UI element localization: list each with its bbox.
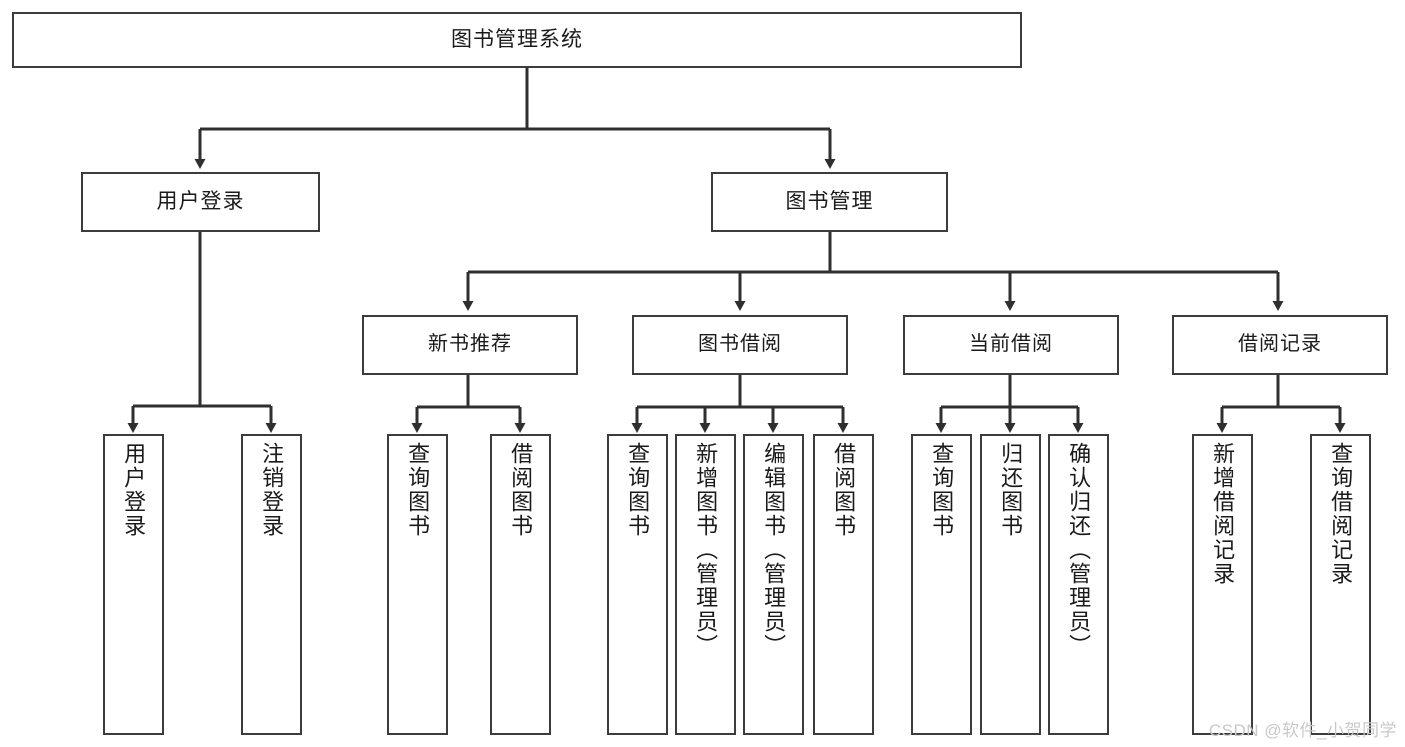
- node-label: 当前借阅: [969, 333, 1053, 356]
- leaf-record-query[interactable]: 查询借阅记录: [1310, 434, 1371, 735]
- node-label: 借阅图书: [508, 442, 534, 538]
- node-label: 图书借阅: [698, 333, 782, 356]
- leaf-borrow-query-book[interactable]: 查询图书: [607, 434, 668, 735]
- leaf-new-book-query[interactable]: 查询图书: [387, 434, 448, 735]
- leaf-current-return-book[interactable]: 归还图书: [980, 434, 1041, 735]
- node-label: 归还图书: [998, 442, 1024, 538]
- node-user-login[interactable]: 用户登录: [81, 172, 320, 232]
- node-label: 编辑图书（管理员）: [761, 442, 787, 658]
- node-borrow-record[interactable]: 借阅记录: [1172, 315, 1388, 375]
- node-root-system[interactable]: 图书管理系统: [12, 12, 1022, 68]
- node-label: 借阅记录: [1238, 333, 1322, 356]
- node-book-management[interactable]: 图书管理: [711, 172, 948, 232]
- node-label: 借阅图书: [831, 442, 857, 538]
- node-label: 新增借阅记录: [1210, 442, 1236, 586]
- node-label: 图书管理: [785, 189, 874, 213]
- leaf-current-query-book[interactable]: 查询图书: [911, 434, 972, 735]
- node-label: 新增图书（管理员）: [693, 442, 719, 658]
- leaf-user-login-logout[interactable]: 注销登录: [241, 434, 302, 735]
- leaf-user-login-login[interactable]: 用户登录: [103, 434, 164, 735]
- node-book-borrow[interactable]: 图书借阅: [632, 315, 848, 375]
- leaf-new-book-borrow[interactable]: 借阅图书: [490, 434, 551, 735]
- node-label: 确认归还（管理员）: [1066, 442, 1092, 658]
- node-label: 查询图书: [929, 442, 955, 538]
- node-label: 用户登录: [121, 442, 147, 538]
- node-label: 查询借阅记录: [1328, 442, 1354, 586]
- leaf-borrow-borrow-book[interactable]: 借阅图书: [813, 434, 874, 735]
- node-label: 查询图书: [625, 442, 651, 538]
- node-label: 新书推荐: [428, 333, 512, 356]
- node-label: 用户登录: [156, 189, 245, 213]
- leaf-borrow-edit-book[interactable]: 编辑图书（管理员）: [743, 434, 804, 735]
- leaf-borrow-add-book[interactable]: 新增图书（管理员）: [675, 434, 736, 735]
- node-label: 查询图书: [405, 442, 431, 538]
- node-label: 图书管理系统: [451, 27, 583, 51]
- leaf-record-add[interactable]: 新增借阅记录: [1192, 434, 1253, 735]
- node-current-borrow[interactable]: 当前借阅: [903, 315, 1119, 375]
- node-new-book-recommend[interactable]: 新书推荐: [362, 315, 578, 375]
- leaf-current-confirm-return[interactable]: 确认归还（管理员）: [1048, 434, 1109, 735]
- node-label: 注销登录: [259, 442, 285, 538]
